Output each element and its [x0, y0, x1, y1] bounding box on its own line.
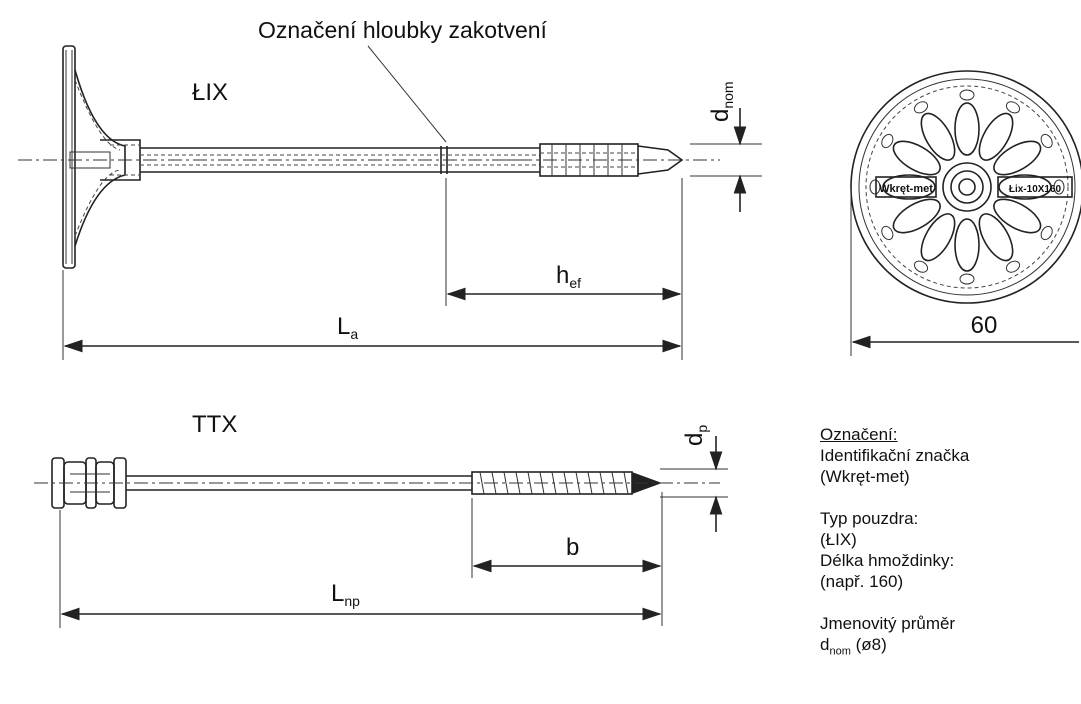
ttx-title: TTX — [192, 411, 237, 438]
lix-dnom-label: dnom — [707, 81, 736, 122]
lix-dowel — [18, 45, 720, 269]
ttx-screw — [34, 457, 720, 509]
ttx-dp-dimension — [660, 436, 728, 532]
anchor-depth-caption: Označení hloubky zakotvení — [258, 17, 548, 43]
disc-diameter-dimension — [850, 190, 1079, 356]
ttx-lnp-label: Lnp — [331, 580, 360, 609]
lix-title: ŁIX — [192, 79, 228, 106]
notes-line: Typ pouzdra: — [820, 509, 919, 528]
marking-notes: Označení: Identifikační značka (Wkręt-me… — [820, 424, 1070, 662]
ttx-b-label: b — [566, 534, 579, 561]
disc-code-text: Łix-10X160 — [1009, 184, 1062, 195]
notes-line: (ŁIX) — [820, 530, 857, 549]
notes-line: Identifikační značka — [820, 446, 970, 465]
disc-diameter-label: 60 — [971, 312, 998, 339]
notes-line: (např. 160) — [820, 572, 904, 591]
ttx-lnp-dimension — [59, 510, 662, 628]
notes-line: Jmenovitý průměr — [820, 614, 956, 633]
ttx-dp-label: dp — [681, 425, 710, 446]
notes-line-diameter: dnom (ø8) — [820, 635, 887, 658]
disc-brand-text: Wkręt-met — [879, 183, 933, 195]
notes-line: Délka hmoždinky: — [820, 551, 955, 570]
lix-dnom-dimension — [690, 108, 762, 212]
lix-hef-dimension — [445, 178, 683, 360]
lix-la-dimension — [62, 270, 682, 360]
disc-top-view — [850, 70, 1081, 304]
caption-leader-line — [367, 45, 447, 143]
notes-line: (Wkręt-met) — [820, 467, 910, 486]
lix-la-label: La — [337, 313, 358, 342]
lix-hef-label: hef — [556, 262, 581, 291]
notes-heading: Označení: — [820, 425, 898, 444]
ttx-b-dimension — [471, 492, 663, 626]
